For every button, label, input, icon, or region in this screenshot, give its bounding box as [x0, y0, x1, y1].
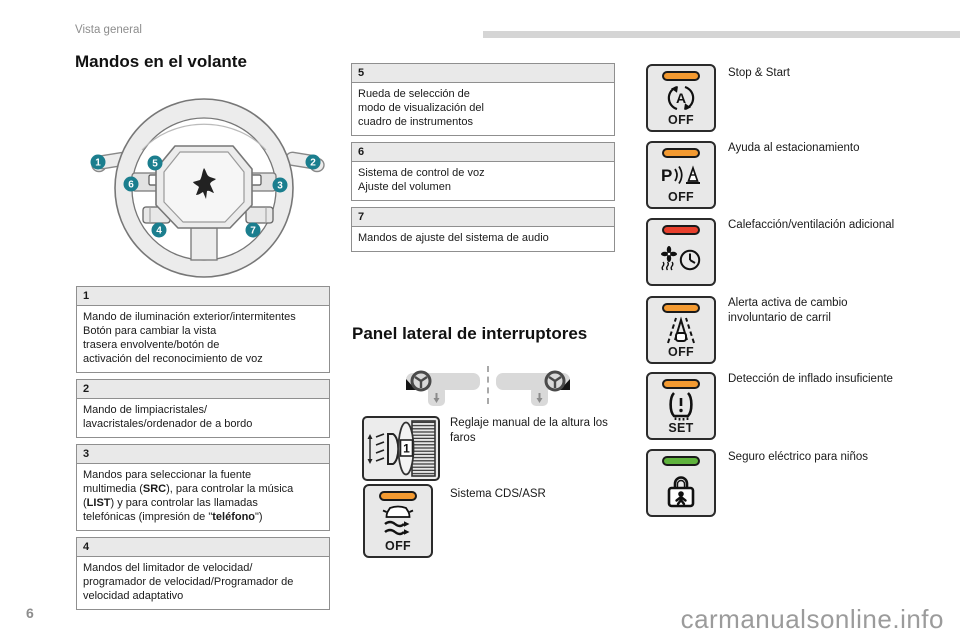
- off-text: OFF: [668, 113, 694, 127]
- cds-label: Sistema CDS/ASR: [450, 488, 546, 500]
- watermark: carmanualsonline.info: [680, 604, 944, 634]
- led-indicator: [662, 148, 700, 158]
- extra-heating-label: Calefacción/ventilación adicional: [728, 219, 895, 231]
- parking-assist-icon: P OFF: [646, 141, 716, 209]
- table-6-line: Sistema de control de voz: [358, 167, 485, 179]
- table-6-line: Ajuste del volumen: [358, 181, 451, 193]
- table-6-number: 6: [352, 143, 614, 162]
- peugeot-lion-icon: [193, 168, 216, 199]
- table-5-line: Rueda de selección de: [358, 88, 470, 100]
- svg-text:5: 5: [152, 159, 158, 170]
- table-4-line: Mandos del limitador de velocidad/: [83, 562, 253, 574]
- svg-text:6: 6: [128, 180, 134, 191]
- table-3: 3 Mandos para seleccionar la fuente mult…: [76, 444, 330, 531]
- child-lock-icon: [646, 449, 716, 517]
- table-1-number: 1: [77, 287, 329, 306]
- table-5: 5 Rueda de selección de modo de visualiz…: [351, 63, 615, 136]
- parking-assist-label: Ayuda al estacionamiento: [728, 142, 860, 154]
- table-5-line: cuadro de instrumentos: [358, 116, 473, 128]
- lane-departure-icon: OFF: [646, 296, 716, 364]
- lhd-dashboard-icon: [406, 370, 480, 406]
- led-indicator: [662, 456, 700, 466]
- tire-pressure-label: Detección de inflado insuficiente: [728, 373, 893, 385]
- rhd-dashboard-icon: [496, 370, 570, 406]
- led-indicator: [662, 379, 700, 389]
- table-7: 7 Mandos de ajuste del sistema de audio: [351, 207, 615, 252]
- svg-text:2: 2: [310, 158, 316, 169]
- callout-1: 1: [90, 154, 106, 170]
- callout-3: 3: [272, 177, 288, 193]
- wheel-tables-left: 1 Mando de iluminación exterior/intermit…: [76, 286, 330, 616]
- tire-pressure-icon: SET: [646, 372, 716, 440]
- child-lock-label: Seguro eléctrico para niños: [728, 451, 868, 463]
- led-indicator: [662, 71, 700, 81]
- dashed-divider: [487, 366, 489, 404]
- off-text: OFF: [668, 345, 694, 359]
- svg-text:4: 4: [156, 226, 162, 237]
- svg-text:7: 7: [250, 226, 256, 237]
- table-3-number: 3: [77, 445, 329, 464]
- table-3-line: Mandos para seleccionar la fuente: [83, 469, 252, 481]
- page-title: Mandos en el volante: [75, 52, 247, 71]
- table-1-line: Mando de iluminación exterior/intermiten…: [83, 311, 296, 323]
- steering-wheel-figure: 1 5 2 6 3 4 7: [90, 98, 325, 278]
- table-1-line: trasera envolvente/botón de: [83, 339, 220, 351]
- table-4-line: programador de velocidad/Programador de: [83, 576, 294, 588]
- callout-7: 7: [245, 222, 261, 238]
- table-5-line: modo de visualización del: [358, 102, 484, 114]
- header-rule: [483, 31, 960, 38]
- callout-6: 6: [123, 176, 139, 192]
- lane-departure-label: Alerta activa de cambio involuntario de …: [728, 297, 848, 324]
- off-text: OFF: [668, 190, 694, 204]
- led-indicator: [379, 491, 417, 501]
- esp-asr-icon: OFF: [363, 484, 433, 558]
- panel-section-title: Panel lateral de interruptores: [352, 324, 588, 343]
- table-1: 1 Mando de iluminación exterior/intermit…: [76, 286, 330, 373]
- callout-4: 4: [151, 222, 167, 238]
- extra-heating-icon: [646, 218, 716, 286]
- table-6: 6 Sistema de control de voz Ajuste del v…: [351, 142, 615, 201]
- headlight-dial-number: 1: [403, 442, 410, 456]
- led-indicator: [662, 225, 700, 235]
- table-2: 2 Mando de limpiacristales/ lavacristale…: [76, 379, 330, 438]
- table-4: 4 Mandos del limitador de velocidad/ pro…: [76, 537, 330, 610]
- table-2-number: 2: [77, 380, 329, 399]
- table-1-line: activación del reconocimiento de voz: [83, 353, 263, 365]
- headlight-leveling-label: Reglaje manual de la altura los faros: [450, 417, 608, 444]
- svg-text:1: 1: [95, 158, 101, 169]
- callout-2: 2: [305, 154, 321, 170]
- table-3-line: telefónicas (impresión de "teléfono"): [83, 511, 263, 523]
- table-7-line: Mandos de ajuste del sistema de audio: [358, 232, 549, 244]
- svg-text:3: 3: [277, 181, 283, 192]
- table-3-line: (LIST) y para controlar las llamadas: [83, 497, 258, 509]
- breadcrumb: Vista general: [75, 24, 142, 36]
- page-number: 6: [26, 605, 34, 621]
- table-1-line: Botón para cambiar la vista: [83, 325, 217, 337]
- table-2-line: Mando de limpiacristales/: [83, 404, 208, 416]
- cds-off-text: OFF: [385, 539, 411, 553]
- table-2-line: lavacristales/ordenador de a bordo: [83, 418, 253, 430]
- right-paddle-icon: [245, 206, 274, 224]
- skidding-car-icon: [382, 505, 414, 535]
- headlight-leveling-icon: 1: [362, 416, 440, 481]
- svg-text:A: A: [676, 90, 686, 106]
- wheel-tables-mid: 5 Rueda de selección de modo de visualiz…: [351, 63, 615, 258]
- set-text: SET: [668, 421, 694, 435]
- table-4-number: 4: [77, 538, 329, 557]
- led-indicator: [662, 303, 700, 313]
- table-3-line: multimedia (SRC), para controlar la músi…: [83, 483, 294, 495]
- table-7-number: 7: [352, 208, 614, 227]
- table-4-line: velocidad adaptativo: [83, 590, 184, 602]
- table-5-number: 5: [352, 64, 614, 83]
- callout-5: 5: [147, 155, 163, 171]
- stop-start-icon: A OFF: [646, 64, 716, 132]
- svg-text:P: P: [661, 166, 672, 185]
- stop-start-label: Stop & Start: [728, 67, 791, 79]
